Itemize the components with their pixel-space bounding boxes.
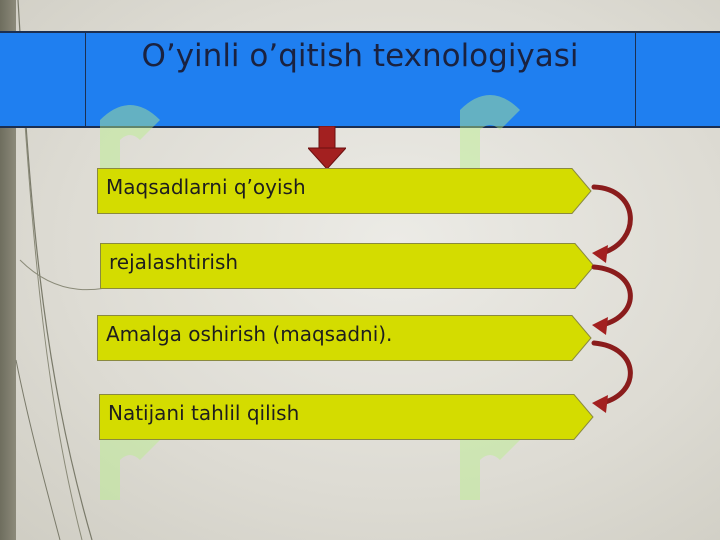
title-band [0, 31, 720, 128]
step-box-4: Natijani tahlil qilish [99, 394, 594, 440]
down-arrow-icon [306, 125, 348, 174]
step-box-2: rejalashtirish [100, 243, 595, 289]
step-box-3: Amalga oshirish (maqsadni). [97, 315, 592, 361]
curved-arrow-icon [591, 184, 633, 413]
step-label: Amalga oshirish (maqsadni). [106, 322, 393, 346]
step-box-1: Maqsadlarni q’oyish [97, 168, 592, 214]
slide-title: O’yinli o’qitish texnologiyasi [141, 38, 579, 74]
title-band-divider-left [85, 33, 86, 126]
step-label: Maqsadlarni q’oyish [106, 175, 306, 199]
step-label: Natijani tahlil qilish [108, 401, 300, 425]
step-label: rejalashtirish [109, 250, 239, 274]
title-band-divider-right [635, 33, 636, 126]
left-decorative-strip [0, 0, 16, 540]
